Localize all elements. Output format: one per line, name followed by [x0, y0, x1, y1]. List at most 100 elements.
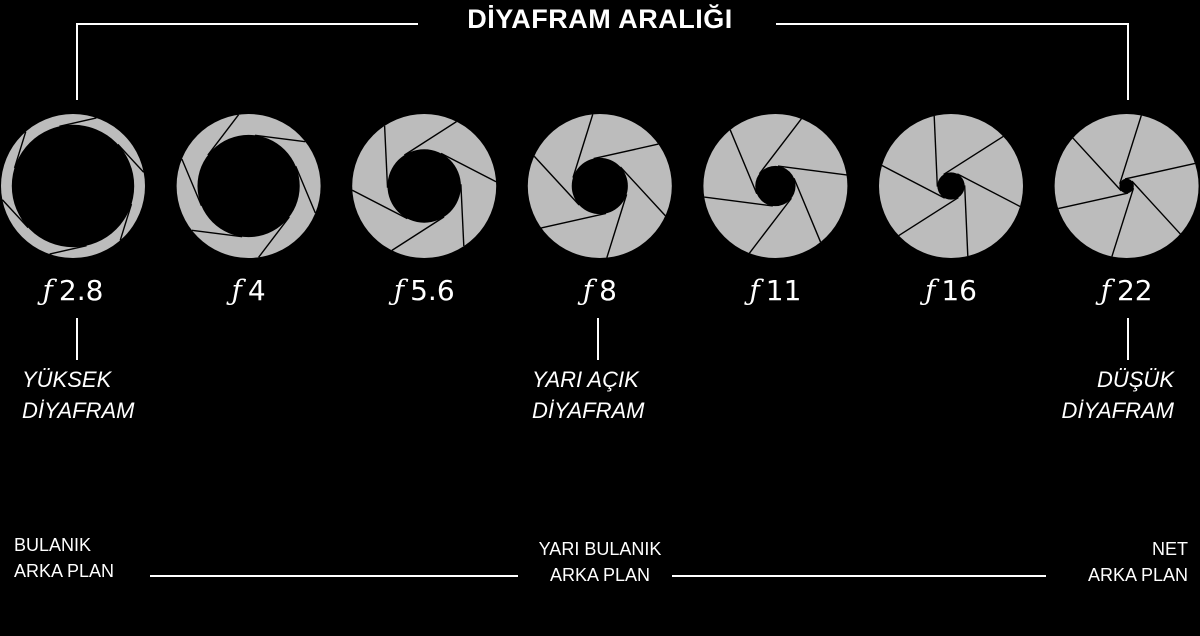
blade-edge [606, 194, 628, 258]
aperture-opening [387, 149, 461, 223]
aperture-icon [879, 114, 1023, 258]
aperture-icon [352, 114, 497, 258]
f-stop-value: 8 [599, 274, 617, 307]
background-half-line1: YARI BULANIK [538, 539, 662, 559]
aperture-opening [937, 172, 965, 200]
blade-edge [59, 117, 97, 128]
background-sharp-line2: ARKA PLAN [1087, 565, 1188, 585]
caption-high-line2: DİYAFRAM [22, 398, 135, 423]
blade-edge [881, 164, 946, 199]
blade-edge [1111, 187, 1135, 257]
background-half-line2: ARKA PLAN [549, 565, 651, 585]
page-title: DİYAFRAM ARALIĞI [467, 4, 733, 34]
blade-edge [933, 115, 939, 187]
f-stop-value: 5.6 [410, 274, 455, 307]
f-symbol: ƒ [42, 274, 53, 307]
f-stop-value: 4 [247, 274, 266, 307]
blade-edge [1124, 162, 1196, 180]
caption-low-line1: DÜŞÜK [1096, 367, 1174, 392]
aperture-icon [527, 114, 672, 258]
aperture-opening [755, 165, 796, 207]
blade-edge [254, 134, 306, 143]
blade-edge [963, 185, 969, 257]
background-blurry-line1: BULANIK [14, 535, 92, 555]
blade-edge [181, 158, 203, 207]
blade-edge [593, 143, 659, 160]
aperture-opening [571, 157, 628, 215]
range-bracket-right [776, 23, 1129, 100]
f-symbol: ƒ [393, 274, 405, 307]
caption-mid-line2: DİYAFRAM [532, 398, 645, 423]
f-stop-value: 11 [765, 274, 802, 307]
blade-edge [748, 197, 792, 254]
blade-edge [1, 199, 29, 229]
blade-edge [295, 165, 316, 214]
blade-edge [440, 152, 497, 183]
blade-edge [207, 114, 240, 156]
blade-edge [572, 114, 594, 178]
blade-edge [704, 196, 773, 207]
blade-edge [533, 155, 580, 206]
blade-edge [1131, 180, 1181, 235]
f-stop-value: 2.8 [58, 274, 104, 307]
aperture-opening [197, 134, 300, 238]
blade-edge [619, 166, 666, 217]
blade-edge [191, 229, 243, 238]
background-blurry: BULANIK ARKA PLAN [14, 532, 114, 584]
blade-edge [943, 135, 1004, 176]
blade-edge [1119, 115, 1142, 185]
f-symbol: ƒ [1100, 274, 1111, 307]
aperture-opening [11, 124, 135, 248]
caption-low: DÜŞÜK DİYAFRAM [1040, 364, 1174, 426]
aperture-icon [1, 114, 145, 258]
blade-edge [793, 177, 822, 243]
f-symbol: ƒ [924, 274, 936, 307]
aperture-opening [1119, 178, 1134, 194]
blade-edge [383, 125, 389, 188]
blade-edge [898, 196, 959, 237]
caption-mid-line1: YARI AÇIK [532, 367, 639, 392]
caption-high-line1: YÜKSEK [22, 367, 112, 392]
f-symbol: ƒ [582, 274, 594, 307]
blade-edge [403, 121, 457, 156]
blade-edge [777, 165, 847, 176]
blade-edge [460, 184, 465, 247]
blade-edge [729, 129, 758, 195]
blade-edge [13, 131, 27, 169]
blade-edge [541, 212, 607, 229]
blade-edge [117, 143, 145, 173]
caption-low-line2: DİYAFRAM [1061, 398, 1174, 423]
blade-edge [956, 173, 1021, 208]
f-stop-value: 22 [1116, 274, 1153, 307]
blade-edge [1072, 137, 1122, 192]
caption-mid: YARI AÇIK DİYAFRAM [532, 364, 644, 426]
background-sharp: NET ARKA PLAN [1040, 536, 1188, 588]
background-half: YARI BULANIK ARKA PLAN [500, 536, 700, 588]
aperture-icon [176, 114, 321, 258]
background-blurry-line2: ARKA PLAN [14, 561, 115, 581]
blade-edge [391, 216, 445, 251]
blade-edge [119, 203, 133, 241]
aperture-icon [703, 114, 848, 258]
blade-edge [258, 216, 290, 258]
f-symbol: ƒ [231, 274, 242, 307]
background-sharp-line1: NET [1152, 539, 1188, 559]
caption-high: YÜKSEK DİYAFRAM [22, 364, 134, 426]
blade-edge [1058, 192, 1129, 210]
f-symbol: ƒ [749, 274, 760, 307]
range-bracket-left [76, 23, 418, 100]
f-stop-value: 16 [941, 274, 977, 307]
blade-edge [352, 189, 408, 220]
blade-edge [758, 118, 802, 175]
blade-edge [49, 244, 87, 255]
aperture-icon [1054, 114, 1199, 258]
